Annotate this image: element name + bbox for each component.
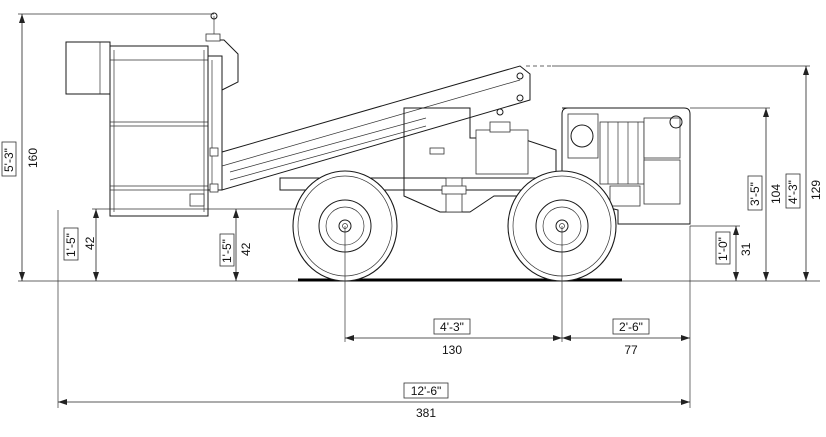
- chassis: [279, 107, 581, 213]
- vertical-dimension-lines: [19, 14, 809, 281]
- rear-overhang-imperial: 2'-6": [619, 320, 643, 334]
- engine-compartment: [561, 107, 691, 225]
- engine-top-height-metric: 129: [809, 180, 823, 200]
- boom: [221, 65, 552, 191]
- engine-hood-height-imperial: 3'-5": [748, 182, 762, 206]
- dimension-wheelbase: 4'-3" 130: [433, 318, 471, 357]
- total-height-imperial: 5'-3": [2, 148, 16, 172]
- vehicle-body: [65, 12, 691, 282]
- dimension-mid-floor-height: 1'-5" 42: [219, 233, 253, 267]
- wheelbase-imperial: 4'-3": [440, 320, 464, 334]
- horizontal-dimension-lines: [58, 335, 690, 405]
- dimension-engine-top-height: 4'-3" 129: [785, 173, 823, 209]
- rear-overhang-metric: 77: [624, 343, 638, 357]
- extension-lines: [18, 13, 810, 408]
- rear-clearance-imperial: 1'-0": [716, 237, 730, 261]
- dimension-basket-floor-height: 1'-5" 42: [63, 227, 97, 261]
- engine-hood-height-metric: 104: [769, 184, 783, 204]
- mid-floor-height-metric: 42: [239, 242, 253, 256]
- wheelbase-metric: 130: [442, 343, 462, 357]
- rear-clearance-metric: 31: [739, 242, 753, 256]
- dimension-engine-hood-height: 3'-5" 104: [747, 175, 783, 211]
- basket-floor-height-imperial: 1'-5": [64, 233, 78, 257]
- total-height-metric: 160: [26, 148, 40, 168]
- overall-length-metric: 381: [416, 406, 436, 420]
- mid-floor-height-imperial: 1'-5": [220, 239, 234, 263]
- basket: [65, 12, 239, 217]
- basket-floor-height-metric: 42: [83, 236, 97, 250]
- engine-top-height-imperial: 4'-3": [786, 180, 800, 204]
- overall-length-imperial: 12'-6": [411, 384, 442, 398]
- dimension-rear-overhang: 2'-6" 77: [612, 318, 650, 357]
- dimension-overall-length: 12'-6" 381: [403, 382, 449, 420]
- dimension-rear-clearance: 1'-0" 31: [715, 231, 753, 265]
- dimension-total-height: 5'-3" 160: [1, 141, 40, 177]
